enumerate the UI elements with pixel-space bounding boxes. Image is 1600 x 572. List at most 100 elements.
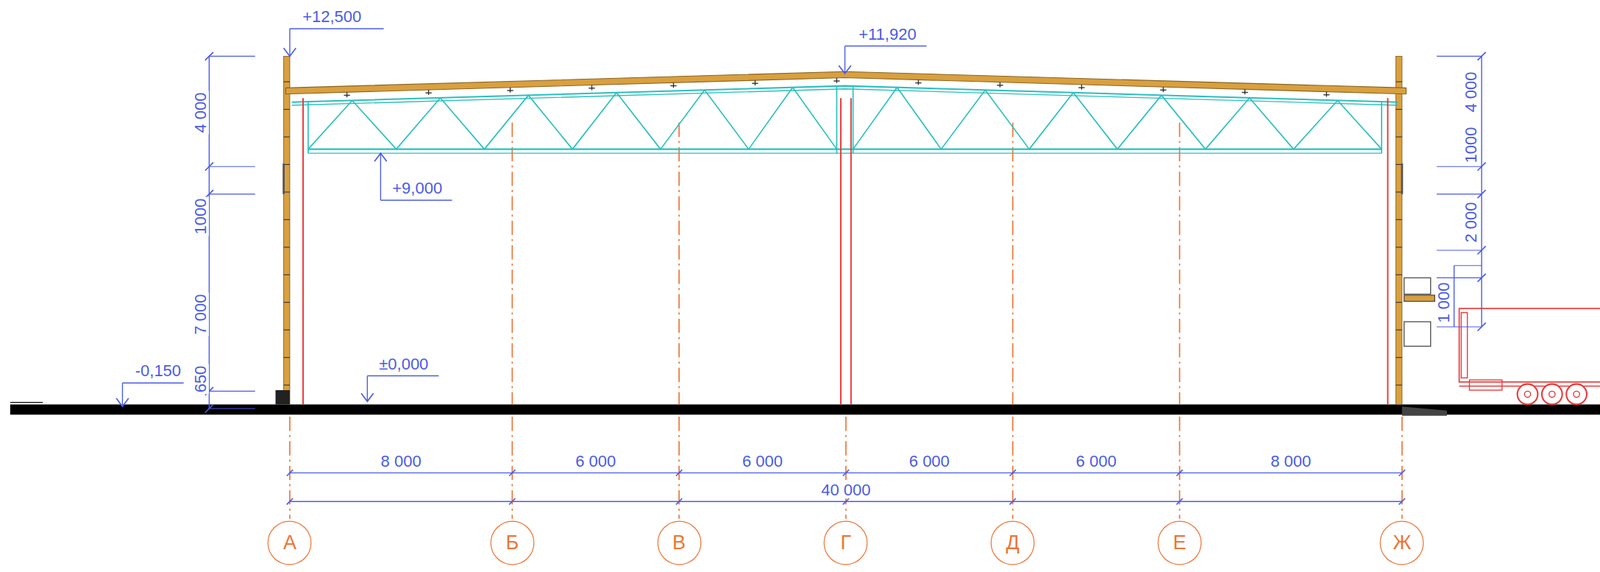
line: [678, 416, 680, 519]
line: [283, 384, 290, 385]
line: [850, 97, 852, 404]
line: [1436, 166, 1482, 167]
dimension-label: +11,920: [857, 26, 919, 45]
line: [307, 101, 309, 154]
line: [10, 401, 43, 403]
line: [1396, 301, 1403, 303]
line: [844, 46, 846, 74]
line: [428, 89, 429, 95]
dimensions: [116, 28, 1486, 504]
line: [704, 89, 749, 149]
line: [793, 87, 838, 150]
line: [289, 28, 290, 56]
line: [1073, 92, 1118, 150]
line: [205, 403, 214, 412]
line: [396, 97, 441, 150]
line: [1396, 136, 1403, 137]
line: [1399, 469, 1406, 476]
line: [1205, 97, 1250, 150]
line: [1012, 416, 1014, 519]
line: [283, 301, 290, 303]
line: [840, 97, 842, 404]
line: [1401, 416, 1403, 519]
line: [283, 136, 290, 137]
axis-letter: Г: [823, 520, 869, 565]
line: [1161, 94, 1206, 149]
ground: [10, 403, 1600, 415]
dimension-label: 8 000: [1268, 453, 1313, 470]
line: [1396, 108, 1403, 110]
line: [1029, 92, 1074, 150]
wall: [283, 55, 290, 404]
line: [1396, 219, 1403, 220]
line: [1477, 273, 1486, 282]
line: [836, 86, 838, 154]
line: [308, 148, 1382, 151]
line: [1117, 94, 1162, 149]
axis-bubble: А: [267, 520, 312, 565]
line: [836, 77, 838, 84]
line: [985, 89, 1030, 149]
line: [346, 91, 348, 98]
line: [1380, 101, 1383, 154]
axis-letter: Е: [1157, 520, 1203, 565]
truss: [292, 86, 1399, 154]
dimension-label: 1000: [192, 197, 209, 237]
line: [1326, 91, 1328, 98]
axis-letter: Ж: [1379, 520, 1425, 565]
line: [1436, 249, 1482, 251]
dimension-label: 6 000: [573, 453, 618, 470]
line: [1176, 469, 1183, 476]
line: [283, 81, 290, 83]
line: [380, 153, 382, 201]
line: [999, 82, 1001, 88]
line: [845, 45, 927, 47]
line: [286, 469, 293, 476]
axis-bubble: Е: [1157, 520, 1203, 565]
line: [1179, 416, 1181, 519]
line: [940, 89, 986, 149]
line: [1396, 329, 1403, 331]
line: [283, 356, 290, 358]
line: [205, 162, 214, 171]
line: [1477, 189, 1486, 198]
line: [122, 382, 123, 407]
line: [1436, 325, 1482, 327]
line: [1010, 469, 1016, 476]
dimension-label: 40 000: [819, 481, 872, 499]
dimension-label: 4 000: [192, 90, 209, 134]
line: [591, 85, 593, 91]
line: [484, 94, 529, 149]
line: [853, 87, 898, 150]
line: [289, 27, 384, 29]
line: [678, 122, 680, 405]
dimension-label: 4 000: [1463, 69, 1480, 114]
line: [367, 375, 439, 376]
line: [845, 416, 847, 519]
axis-bubble: Д: [990, 520, 1036, 565]
line: [289, 416, 291, 519]
line: [367, 375, 368, 402]
line: [1477, 245, 1486, 254]
dimension-label: 7 000: [192, 292, 209, 337]
line: [1396, 384, 1403, 385]
line: [1477, 52, 1486, 61]
line: [1480, 55, 1482, 327]
line: [1337, 100, 1382, 149]
line: [918, 79, 919, 85]
dimension-label: +12,500: [300, 8, 363, 27]
dimension-label: +9,000: [390, 180, 444, 198]
dimension-label: 1000: [1463, 125, 1480, 165]
line: [660, 89, 705, 149]
dimension-label: 6 000: [1074, 453, 1119, 470]
line: [208, 55, 255, 57]
line: [283, 246, 290, 248]
line: [208, 166, 255, 167]
line: [1387, 97, 1389, 404]
axis-letter: В: [656, 520, 702, 565]
line: [509, 87, 511, 93]
line: [1396, 274, 1403, 276]
axis-bubble: Ж: [1379, 520, 1425, 565]
line: [1436, 277, 1482, 279]
line: [1396, 356, 1403, 358]
